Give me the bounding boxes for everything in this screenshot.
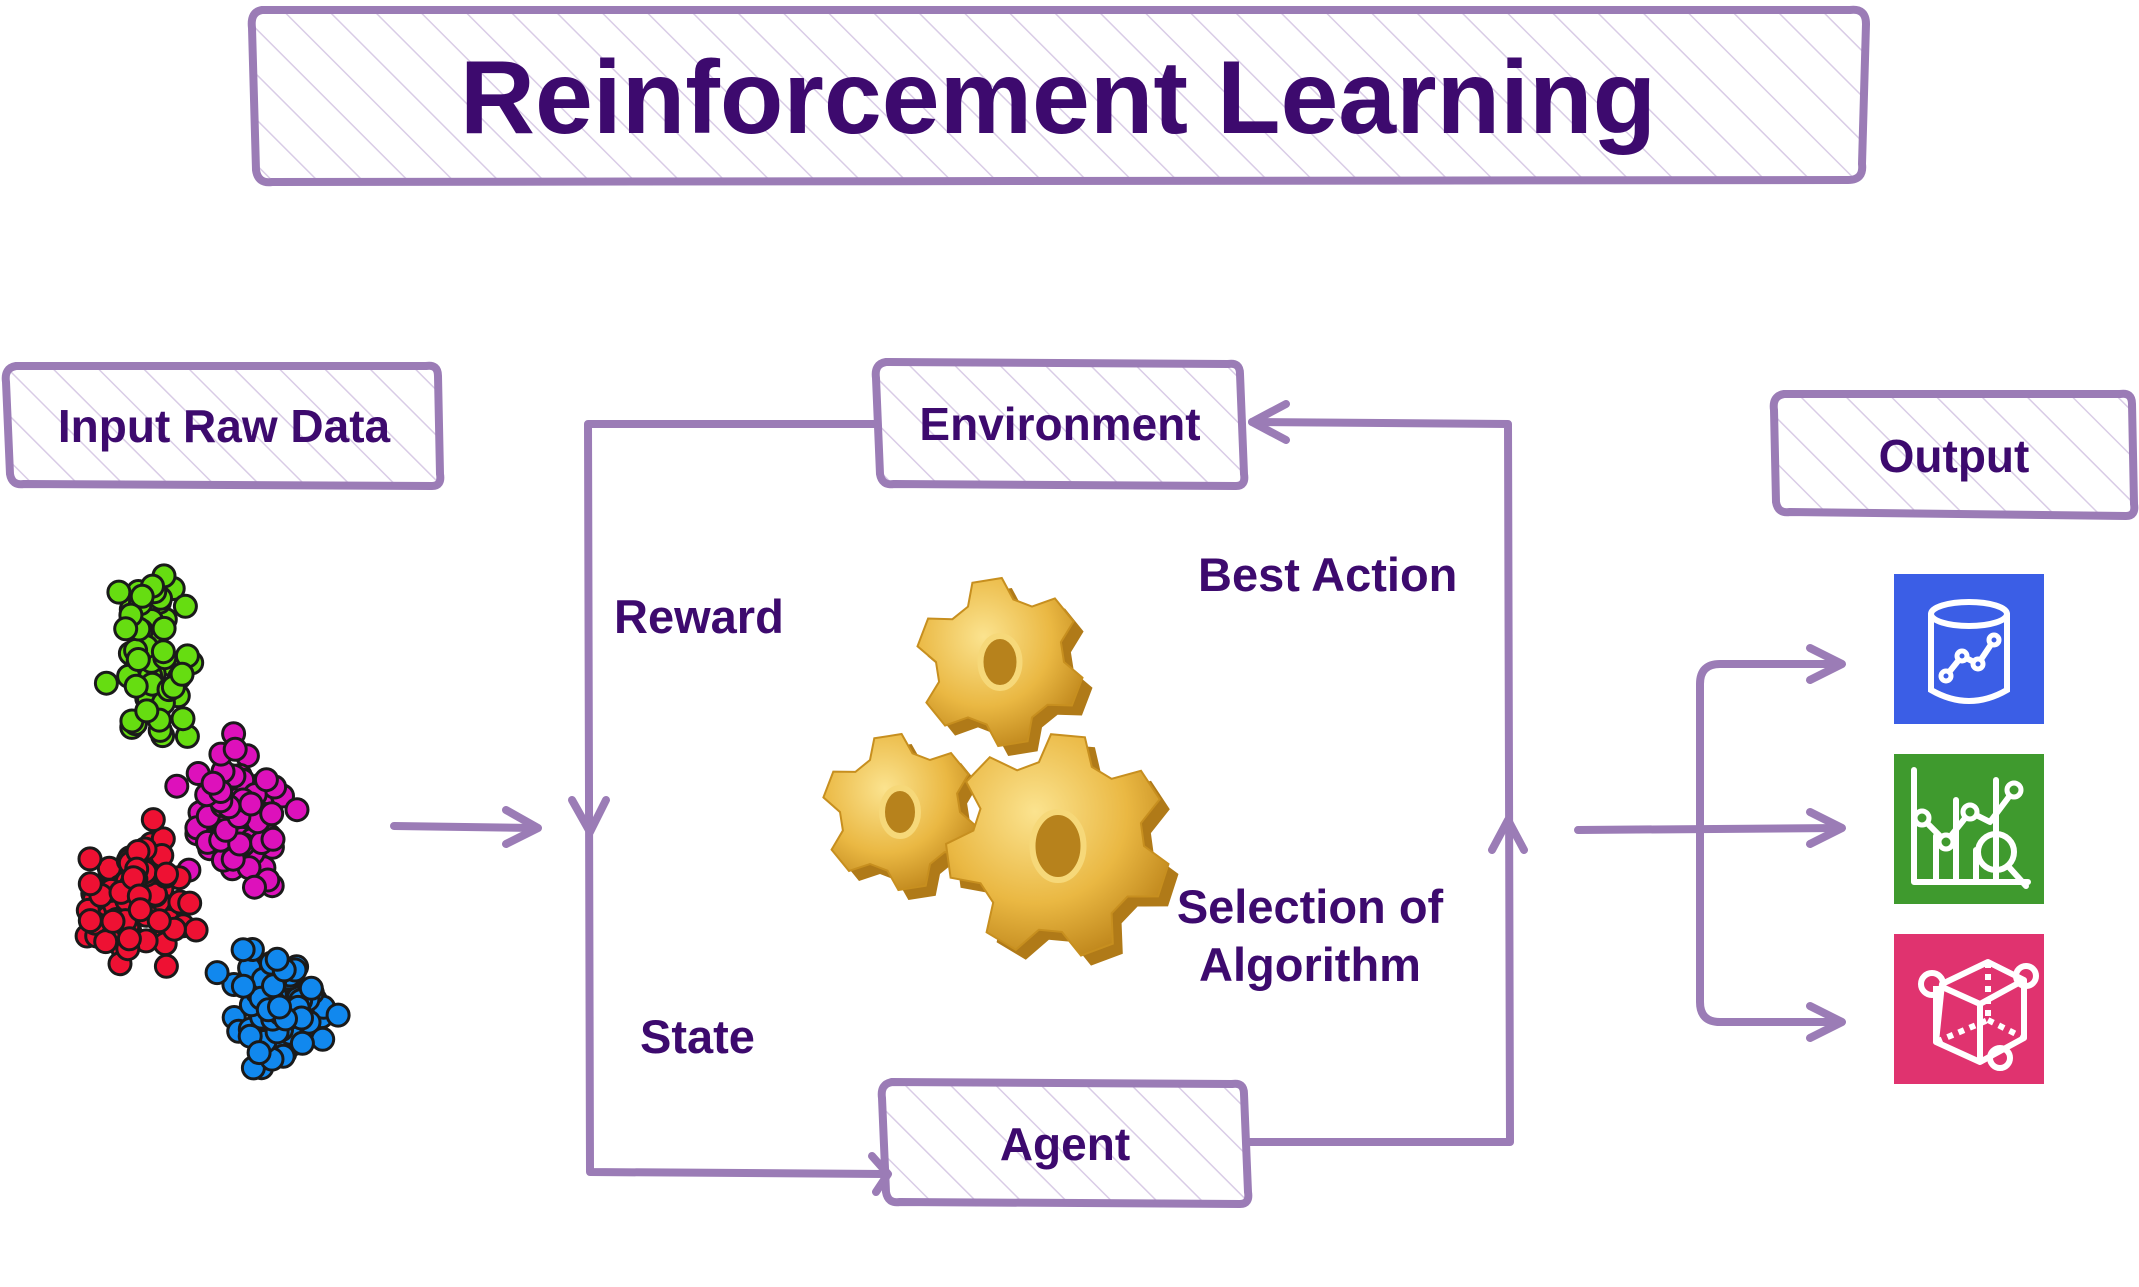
right-arrow-icon [1806, 808, 1846, 848]
raw-data-scatter [74, 563, 351, 1081]
scatter-point [154, 861, 179, 887]
reward-label: Reward [614, 590, 784, 643]
scatter-point [238, 791, 264, 817]
algorithm-label: Algorithm [1199, 938, 1421, 991]
best-action-label: Best Action [1198, 548, 1458, 601]
up-arrow-icon [1488, 816, 1528, 854]
environment-box [871, 358, 1249, 490]
state-label: State [640, 1010, 755, 1063]
right-arrow-icon [1806, 644, 1846, 684]
arrowheads [568, 400, 1528, 1196]
scatter-point [264, 946, 290, 972]
output-arrows [1574, 644, 1846, 1042]
scatter-point [129, 583, 155, 609]
output-label: Output [1878, 430, 2030, 482]
scatter-point [93, 929, 119, 955]
scatter-point [140, 807, 166, 833]
scatter-point [77, 908, 103, 934]
scatter-point [123, 673, 149, 699]
scatter-point [222, 736, 248, 762]
environment-label: Environment [919, 398, 1201, 450]
scatter-point [172, 593, 198, 619]
scatter-point [230, 937, 256, 963]
scatter-point [325, 1002, 351, 1028]
scatter-point [146, 908, 172, 934]
scatter-point [77, 846, 103, 872]
scatter-point [153, 953, 179, 979]
scatter-point [267, 994, 292, 1020]
gears-icon [822, 576, 1179, 966]
scatter-point [260, 826, 286, 852]
scatter-point [106, 579, 132, 605]
right-arrow-icon [1806, 1002, 1846, 1042]
scatter-point [204, 960, 230, 986]
scatter-point [177, 890, 203, 916]
scatter-point [125, 647, 151, 672]
scatter-point [93, 670, 119, 696]
scatter-point [200, 770, 226, 796]
page-title: Reinforcement Learning [459, 39, 1657, 156]
scatter-point [134, 698, 160, 724]
scatter-point [259, 801, 285, 827]
scatter-point [113, 616, 139, 642]
scatter-point [100, 908, 126, 934]
agent-label: Agent [999, 1118, 1131, 1170]
input-raw-data-label: Input Raw Data [57, 400, 391, 452]
left-arrow-icon [1248, 400, 1290, 444]
scatter-point [230, 973, 256, 999]
scatter-point [77, 871, 103, 897]
scatter-point [183, 917, 209, 943]
scatter-point [151, 615, 177, 641]
scatter-point [253, 767, 279, 793]
down-arrow-icon [568, 796, 610, 836]
scatter-point [116, 926, 142, 952]
selection-of-label: Selection of [1176, 880, 1444, 933]
loop-connectors [584, 418, 1514, 1178]
scatter-point [170, 706, 196, 732]
machine-learning-cube-icon [1894, 934, 2044, 1084]
right-arrow-icon [868, 1152, 892, 1196]
output-box [1769, 389, 2139, 520]
agent-box [877, 1078, 1253, 1208]
scatter-point [242, 874, 267, 900]
data-analytics-icon [1894, 754, 2044, 904]
scatter-point [150, 639, 176, 665]
scatter-point [164, 773, 190, 799]
scatter-point [289, 1030, 315, 1056]
scatter-point [169, 661, 195, 687]
scatter-point [298, 975, 324, 1001]
scatter-point [127, 897, 153, 923]
input-arrow [390, 806, 542, 848]
scatter-point [246, 1040, 272, 1066]
right-arrow-icon [502, 806, 542, 848]
title-box [247, 5, 1870, 187]
input-box [1, 361, 445, 490]
scatter-point [284, 797, 310, 823]
database-analytics-icon [1894, 574, 2044, 724]
